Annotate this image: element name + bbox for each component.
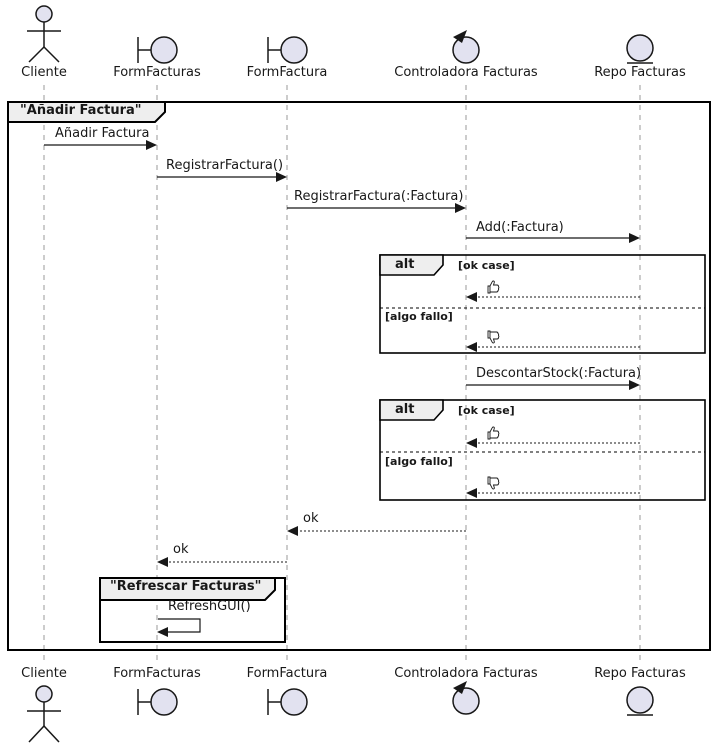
boundary-icon-bottom-formfactura — [267, 688, 308, 716]
alt2-operator-pentagon — [379, 399, 444, 421]
thumbs-down-icon — [487, 476, 500, 490]
participant-label-top-controladora: Controladora Facturas — [394, 65, 538, 80]
alt2-guard-ok: [ok case] — [458, 404, 515, 417]
alt1-operator-label: alt — [395, 257, 415, 272]
message-label-ok-1: ok — [303, 511, 319, 526]
call-arrowheads — [146, 140, 640, 390]
thumbs-up-icon — [487, 280, 500, 294]
main-frame-title: "Añadir Factura" — [20, 103, 142, 118]
message-label-registrar-factura: RegistrarFactura() — [166, 158, 284, 173]
control-icon-bottom — [452, 681, 480, 715]
participant-label-top-formfacturas: FormFacturas — [113, 65, 201, 80]
entity-icon-top — [626, 34, 654, 64]
participant-label-bottom-controladora: Controladora Facturas — [394, 666, 538, 681]
participant-label-bottom-formfacturas: FormFacturas — [113, 666, 201, 681]
alt1-guard-ok: [ok case] — [458, 259, 515, 272]
participant-label-bottom-repo: Repo Facturas — [594, 666, 686, 681]
message-label-anadir-factura: Añadir Factura — [55, 126, 150, 141]
alt2-guard-fail: [algo fallo] — [385, 455, 453, 468]
boundary-icon-top-formfactura — [267, 36, 308, 64]
refresh-self-arrow — [158, 618, 201, 633]
message-label-add-factura: Add(:Factura) — [476, 220, 564, 235]
alt-fragment-1 — [379, 254, 706, 354]
alt1-guard-fail: [algo fallo] — [385, 310, 453, 323]
participant-label-bottom-formfactura: FormFactura — [246, 666, 328, 681]
lifelines — [43, 85, 641, 663]
main-frame — [7, 101, 711, 651]
message-label-descontar-stock: DescontarStock(:Factura) — [476, 366, 642, 381]
message-label-ok-2: ok — [173, 542, 189, 557]
participant-label-top-repo: Repo Facturas — [594, 65, 686, 80]
message-label-registrar-factura-param: RegistrarFactura(:Factura) — [294, 189, 464, 204]
participant-label-top-formfactura: FormFactura — [246, 65, 328, 80]
actor-icon-top — [27, 5, 61, 63]
call-arrows — [44, 144, 637, 386]
ok-returns — [157, 526, 466, 567]
participant-label-top-cliente: Cliente — [21, 65, 67, 80]
boundary-icon-top-formfacturas — [137, 36, 178, 64]
entity-icon-bottom — [626, 686, 654, 716]
participant-label-bottom-cliente: Cliente — [21, 666, 67, 681]
refresh-frame-title: "Refrescar Facturas" — [110, 579, 262, 594]
thumbs-down-icon — [487, 330, 500, 344]
main-frame-label-pentagon — [7, 101, 166, 123]
actor-icon-bottom — [27, 685, 61, 743]
control-icon-top — [452, 30, 480, 64]
alt1-operator-pentagon — [379, 254, 444, 276]
thumbs-up-icon — [487, 426, 500, 440]
refresh-frame — [99, 577, 286, 643]
message-label-refresh-gui: RefreshGUI() — [168, 599, 251, 614]
alt2-operator-label: alt — [395, 402, 415, 417]
refresh-frame-label-pentagon — [99, 577, 276, 601]
boundary-icon-bottom-formfacturas — [137, 688, 178, 716]
alt-fragment-2 — [379, 399, 706, 501]
